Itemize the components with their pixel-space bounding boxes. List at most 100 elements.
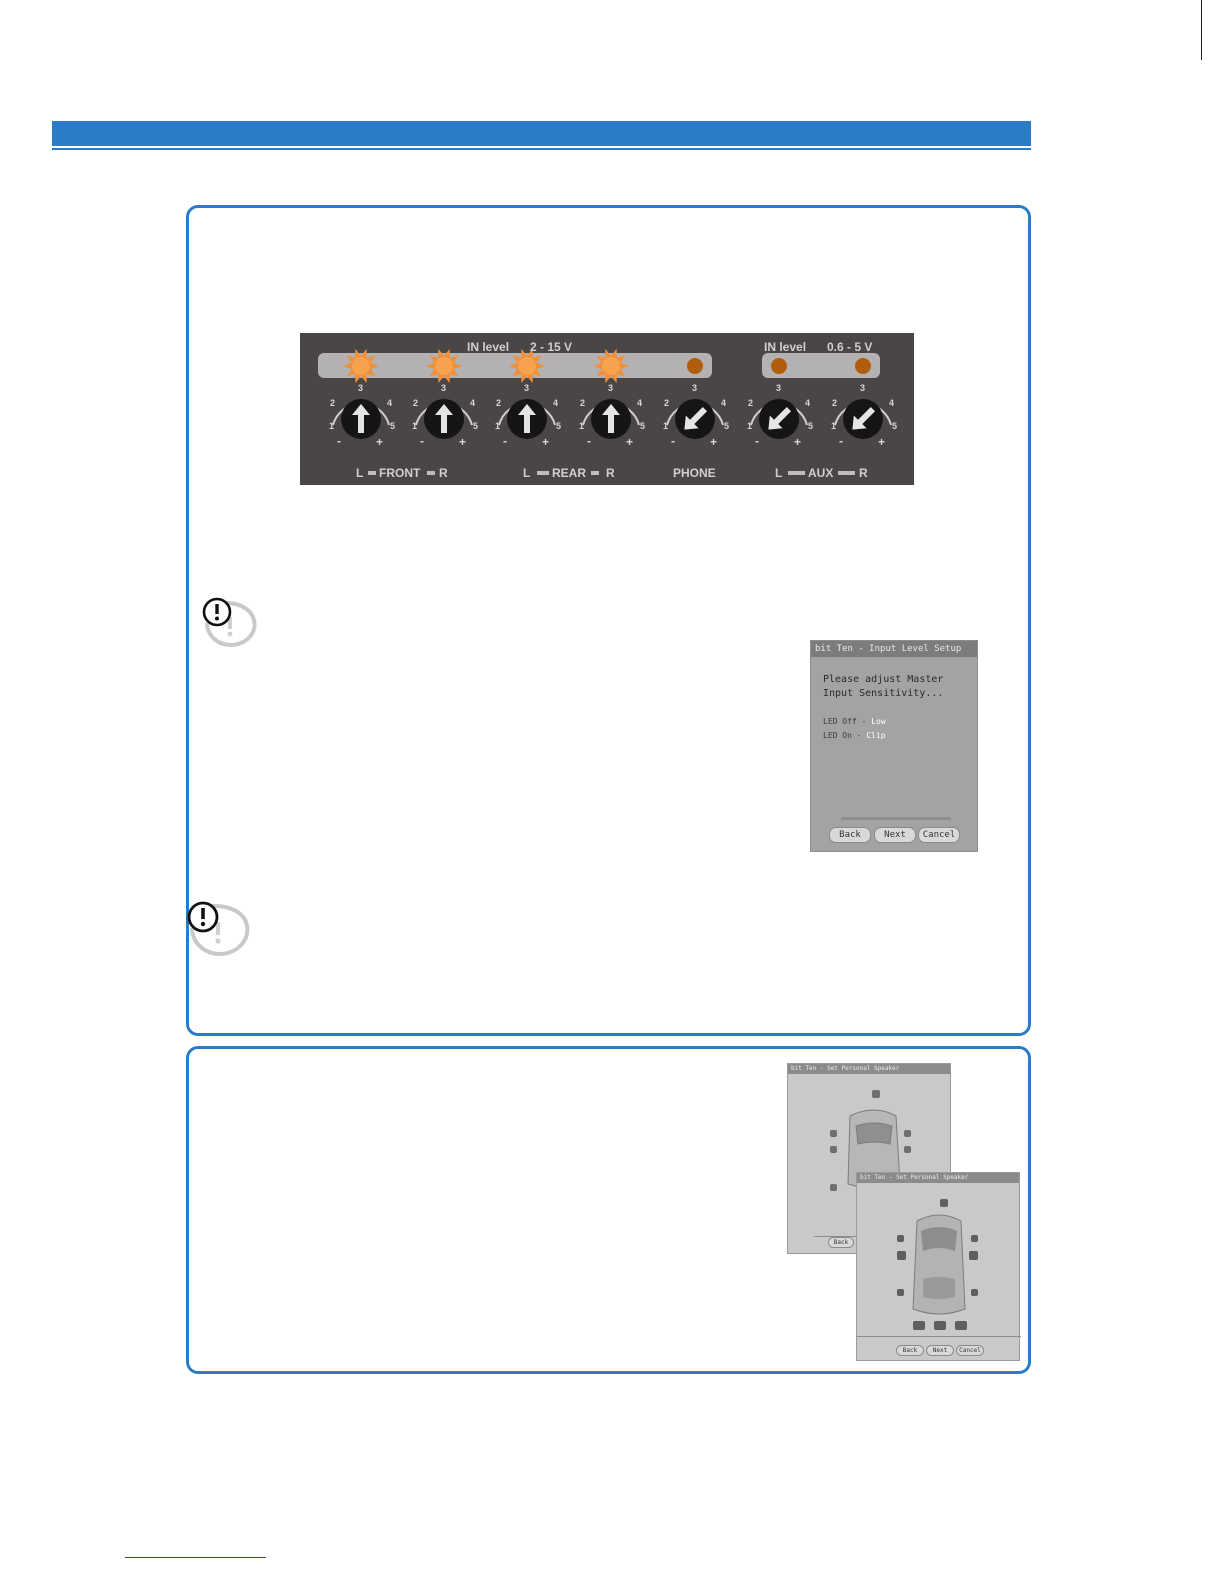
aux-right-label: R <box>859 466 868 480</box>
phone-label: PHONE <box>673 466 716 480</box>
led-core <box>352 357 370 375</box>
led-on-row: LED On - Clip <box>823 731 886 740</box>
knob-pointer-arrow-icon <box>435 404 453 433</box>
knob-scale-label: - <box>337 434 341 448</box>
knob-scale-label: 1 <box>831 421 836 431</box>
front-left-label: L <box>356 466 364 480</box>
knob-scale-label: 4 <box>470 398 475 408</box>
knob-pointer-arrow-icon <box>602 404 620 433</box>
cancel-button[interactable]: Cancel <box>956 1345 984 1356</box>
cancel-button[interactable]: Cancel <box>918 827 960 843</box>
rear-right-label: R <box>606 466 615 480</box>
led-indicator-off <box>855 358 871 374</box>
knob-scale-label: 4 <box>387 398 392 408</box>
knob-scale-label: 5 <box>892 421 897 431</box>
car-diagram <box>857 1199 1021 1337</box>
led-group <box>343 348 871 384</box>
knob-scale-label: + <box>710 435 717 449</box>
knob-scale-label: 4 <box>721 398 726 408</box>
knob-scale-label: 2 <box>832 398 837 408</box>
front-right-label: R <box>439 466 448 480</box>
led-track-aux <box>762 353 880 378</box>
knob-scale-label: 1 <box>329 421 334 431</box>
knob-scale-label: + <box>878 435 885 449</box>
aux-left-label: L <box>775 466 783 480</box>
back-button[interactable]: Back <box>828 1237 854 1248</box>
in-level-range-1: 2 - 15 V <box>530 340 573 354</box>
led-on-value: Clip <box>866 731 886 740</box>
knob-scale-label: 5 <box>556 421 561 431</box>
warning-icon <box>187 901 250 957</box>
screen-title: bit Ten - Input Level Setup <box>811 641 977 657</box>
knob-scale-label: 2 <box>496 398 501 408</box>
led-core <box>602 357 620 375</box>
knob-scale-label: 5 <box>640 421 645 431</box>
knob-scale-label: + <box>626 435 633 449</box>
knob-scale-label: 3 <box>441 383 446 393</box>
next-button[interactable]: Next <box>926 1345 954 1356</box>
label-dash <box>838 471 855 475</box>
screen-title: bit Ten - Set Personal Speaker <box>788 1064 950 1074</box>
screen-title: bit Ten - Set Personal Speaker <box>857 1173 1019 1183</box>
level-knob[interactable]: 1 2 3 4 5 - + <box>412 383 478 449</box>
label-dash <box>368 471 376 475</box>
knob-scale-label: 4 <box>805 398 810 408</box>
knob-scale-label: - <box>755 434 759 448</box>
dialog-message: Please adjust Master Input Sensitivity..… <box>823 674 944 699</box>
led-core <box>435 357 453 375</box>
knob-scale-label: + <box>794 435 801 449</box>
back-button[interactable]: Back <box>896 1345 924 1356</box>
led-off-row: LED Off - Low <box>823 717 886 726</box>
knob-scale-label: 5 <box>390 421 395 431</box>
knob-scale-label: + <box>459 435 466 449</box>
knob-pointer-arrow-icon <box>352 404 370 433</box>
knob-scale-label: + <box>542 435 549 449</box>
header-rule <box>52 148 1031 150</box>
aux-label: AUX <box>808 466 834 480</box>
led-indicator-off <box>687 358 703 374</box>
knob-scale-label: 5 <box>724 421 729 431</box>
next-button[interactable]: Next <box>874 827 916 843</box>
in-level-label-1: IN level <box>467 340 510 354</box>
knob-scale-label: 1 <box>495 421 500 431</box>
rear-left-label: L <box>523 466 531 480</box>
input-level-setup-screen: bit Ten - Input Level Setup Please adjus… <box>810 640 978 852</box>
knob-scale-label: - <box>671 434 675 448</box>
amplifier-panel-graphic: 12345-+12345-+12345-+12345-+12345-+12345… <box>318 348 897 475</box>
knob-scale-label: 4 <box>889 398 894 408</box>
knob-scale-label: 1 <box>747 421 752 431</box>
knob-scale-label: 5 <box>808 421 813 431</box>
knob-scale-label: - <box>503 434 507 448</box>
knob-scale-label: 2 <box>413 398 418 408</box>
knob-scale-label: - <box>420 434 424 448</box>
led-indicator-off <box>771 358 787 374</box>
knob-pointer-arrow-icon <box>852 406 876 430</box>
knob-pointer-arrow-icon <box>768 406 792 430</box>
front-label: FRONT <box>379 466 421 480</box>
knob-scale-label: 2 <box>748 398 753 408</box>
warning-icon <box>202 597 257 648</box>
knob-scale-label: 4 <box>637 398 642 408</box>
divider <box>841 817 951 820</box>
knob-scale-label: 2 <box>580 398 585 408</box>
knob-scale-label: 2 <box>330 398 335 408</box>
led-on-label: LED On - <box>823 731 862 740</box>
in-level-label-2: IN level <box>764 340 807 354</box>
page-edge-rule <box>1201 0 1202 60</box>
back-button[interactable]: Back <box>829 827 871 843</box>
led-core <box>518 357 536 375</box>
label-dash <box>537 471 549 475</box>
knob-scale-label: 3 <box>692 383 697 393</box>
knob-scale-label: 3 <box>860 383 865 393</box>
header-bar <box>52 121 1031 146</box>
knob-scale-label: 1 <box>412 421 417 431</box>
knob-scale-label: 5 <box>473 421 478 431</box>
label-dash <box>427 471 435 475</box>
